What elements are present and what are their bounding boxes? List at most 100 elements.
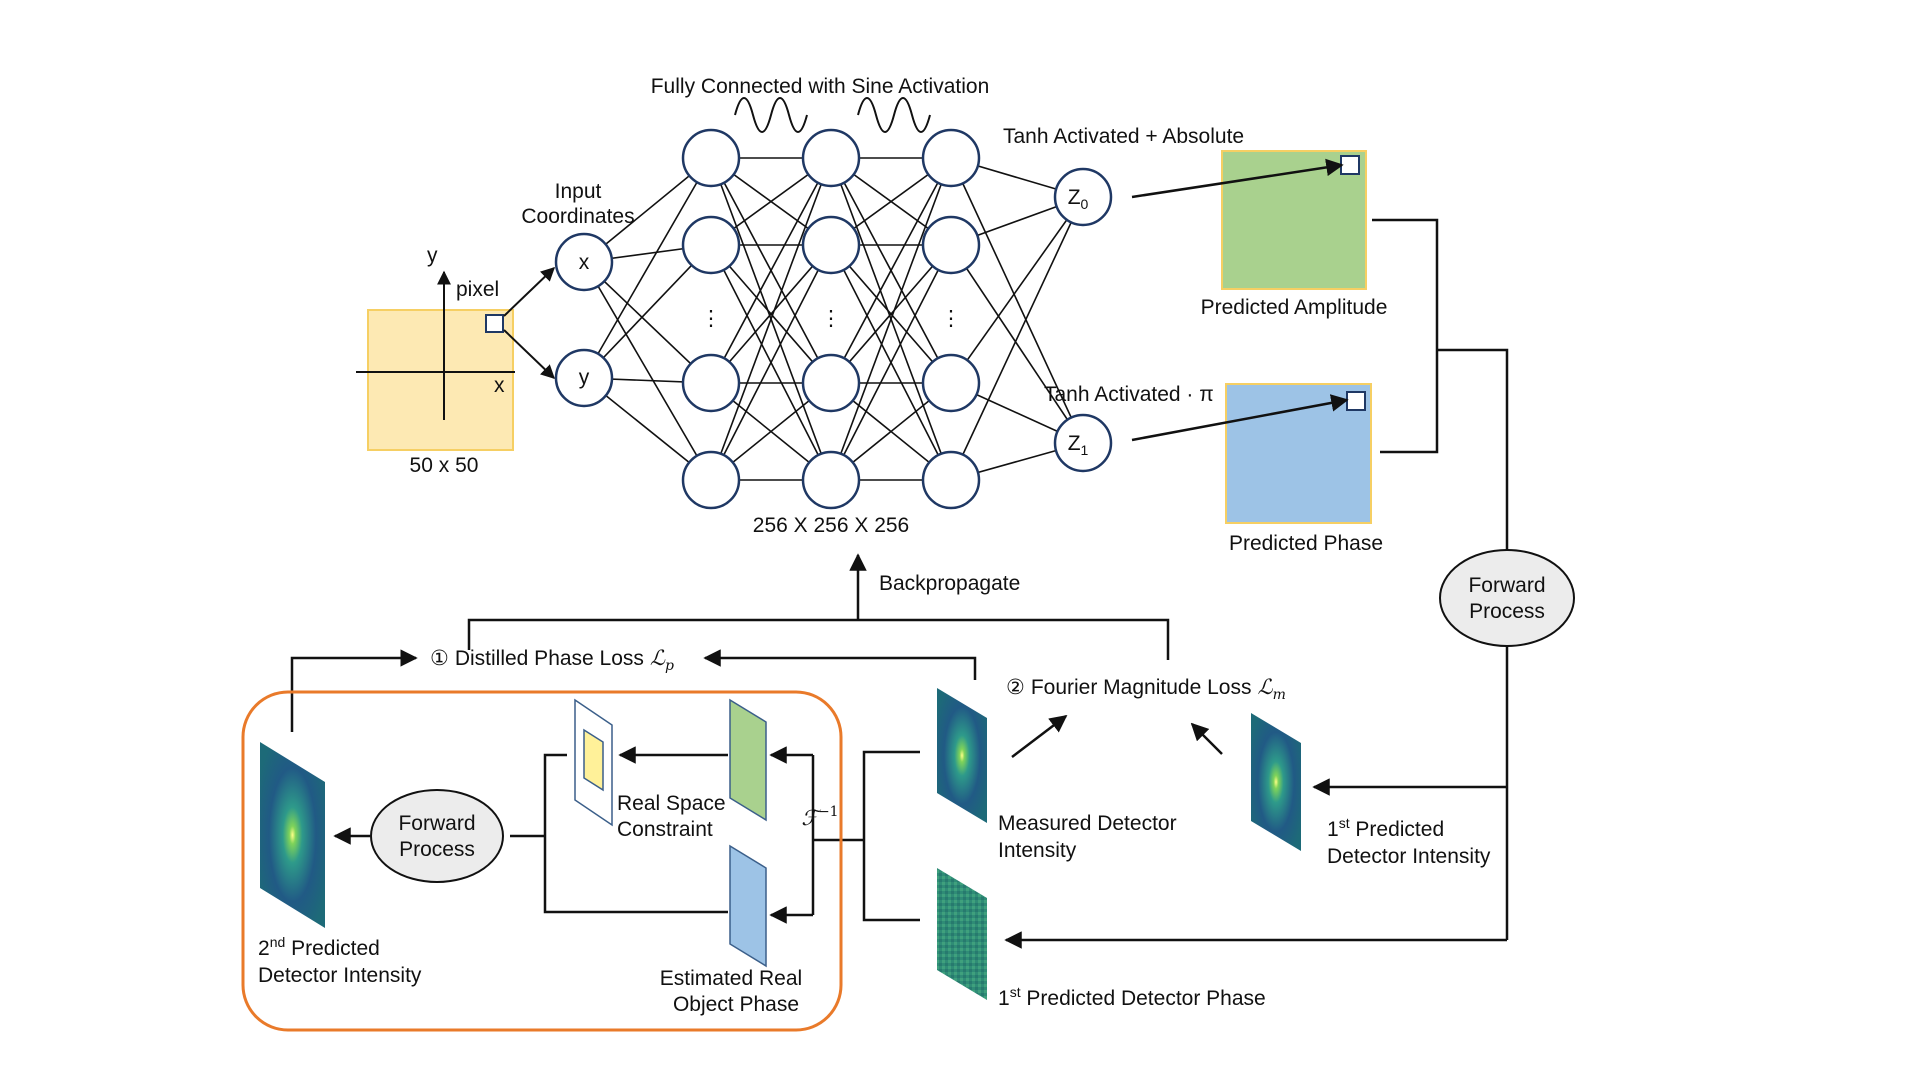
hidden-neuron (801, 215, 861, 275)
network-edge (830, 244, 952, 384)
second-predicted-intensity-image (260, 742, 325, 928)
measured-to-loss1-arrow (703, 649, 977, 680)
phase-pixel-square (1346, 391, 1366, 411)
network-edges (583, 157, 1084, 481)
estimated-phase-label-line1: Estimated Real (660, 967, 802, 990)
backpropagate-label: Backpropagate (879, 572, 1020, 595)
hidden-neuron (681, 353, 741, 413)
first-pred-intensity-label-line2: Detector Intensity (1327, 845, 1491, 868)
network-edge (583, 261, 712, 481)
sine-wave-icon (857, 97, 931, 133)
hidden-neuron (801, 450, 861, 510)
sine-wave-icon (734, 97, 808, 133)
y-axis-label: y (427, 244, 438, 267)
hidden-neuron (801, 353, 861, 413)
grid-size-label: 50 x 50 (410, 454, 479, 477)
second-pred-label-line1: 2nd Predicted (258, 934, 380, 960)
z1-to-phase-arrow (1131, 394, 1349, 442)
first-pred-phase-label: 1st Predicted Detector Phase (998, 984, 1266, 1010)
tanh-absolute-label: Tanh Activated + Absolute (1003, 125, 1244, 148)
inverse-fourier-label: ℱ−1 (801, 804, 838, 830)
predicted-phase-label: Predicted Phase (1229, 532, 1383, 555)
second-pred-label-line2: Detector Intensity (258, 964, 422, 987)
hidden-neuron (921, 128, 981, 188)
svg-text:Z0: Z0 (1068, 186, 1089, 212)
hidden-neuron (921, 450, 981, 510)
hidden-neuron (681, 215, 741, 275)
network-edge (583, 157, 712, 379)
network-edge (950, 244, 1084, 444)
network-edge (950, 157, 1084, 444)
network-edge (830, 157, 952, 481)
network-size-label: 256 X 256 X 256 (753, 514, 909, 537)
first-pred-to-loss2-arrow (1190, 722, 1223, 755)
pixel-to-y-arrow (503, 329, 556, 379)
input-coords-label-line1: Input (555, 180, 602, 203)
layer-ellipsis: ⋮ (821, 307, 842, 330)
network-edge (583, 244, 712, 379)
hidden-neuron (921, 215, 981, 275)
distillation-loop-box (241, 690, 843, 1032)
tanh-pi-label: Tanh Activated · π (1044, 383, 1214, 406)
input-grid-square (367, 309, 514, 451)
network-edge (950, 196, 1084, 384)
forward-process-right: Forward Process (1439, 549, 1575, 647)
network-edge (710, 244, 832, 384)
pixel-to-x-arrow (503, 267, 556, 317)
measured-detector-label-line1: Measured Detector (998, 812, 1177, 835)
layer-ellipsis: ⋮ (941, 307, 962, 330)
network-edge (710, 244, 832, 481)
hidden-neuron (801, 128, 861, 188)
loss-merge-line (467, 618, 1170, 660)
output-node-z1: Z1 (1053, 413, 1113, 473)
input-node-x: x (554, 232, 614, 292)
pixel-square (485, 314, 504, 333)
layer-ellipsis: ⋮ (701, 307, 722, 330)
svg-text:Process: Process (399, 838, 475, 861)
first-predicted-intensity-image (1251, 713, 1301, 851)
estimated-phase-label-line2: Object Phase (673, 993, 799, 1016)
svg-text:x: x (579, 251, 590, 274)
hidden-neuron (921, 353, 981, 413)
forward-process-left: Forward Process (370, 789, 504, 883)
network-edge (710, 157, 832, 384)
svg-text:Forward: Forward (1468, 574, 1545, 597)
input-coords-label-line2: Coordinates (521, 205, 634, 228)
green-slab-image (729, 698, 767, 822)
svg-text:Forward: Forward (398, 812, 475, 835)
output-merge-connector (1372, 218, 1439, 454)
network-edge (830, 244, 952, 481)
real-space-label-line1: Real Space (617, 792, 726, 815)
merge-to-forward-connector (1437, 348, 1509, 550)
real-space-constraint-image (574, 698, 613, 827)
pixel-label: pixel (456, 278, 499, 301)
hidden-neuron (681, 450, 741, 510)
network-edge (950, 196, 1084, 481)
svg-text:Z1: Z1 (1068, 432, 1089, 458)
input-node-y: y (554, 348, 614, 408)
first-predicted-phase-image (937, 868, 987, 1000)
svg-text:Process: Process (1469, 600, 1545, 623)
network-edge (710, 157, 832, 481)
first-pred-intensity-label-line1: 1st Predicted (1327, 815, 1444, 841)
predicted-amplitude-label: Predicted Amplitude (1201, 296, 1388, 319)
second-pred-to-loss1-arrow (290, 649, 418, 732)
estimated-phase-slab (729, 844, 767, 968)
output-node-z0: Z0 (1053, 167, 1113, 227)
hidden-neuron (681, 128, 741, 188)
hidden-layers (681, 128, 981, 510)
measured-detector-intensity-image (937, 688, 987, 823)
loop-connector (543, 753, 728, 914)
real-space-label-line2: Constraint (617, 818, 713, 841)
x-axis-label: x (494, 374, 505, 397)
svg-text:y: y (579, 366, 590, 389)
z0-to-amplitude-arrow (1131, 158, 1344, 199)
measured-to-loss2-arrow (1011, 714, 1068, 758)
network-title: Fully Connected with Sine Activation (651, 75, 990, 98)
amplitude-pixel-square (1340, 155, 1360, 175)
measured-detector-label-line2: Intensity (998, 839, 1077, 862)
input-grid: y x pixel 50 x 50 (356, 244, 515, 477)
